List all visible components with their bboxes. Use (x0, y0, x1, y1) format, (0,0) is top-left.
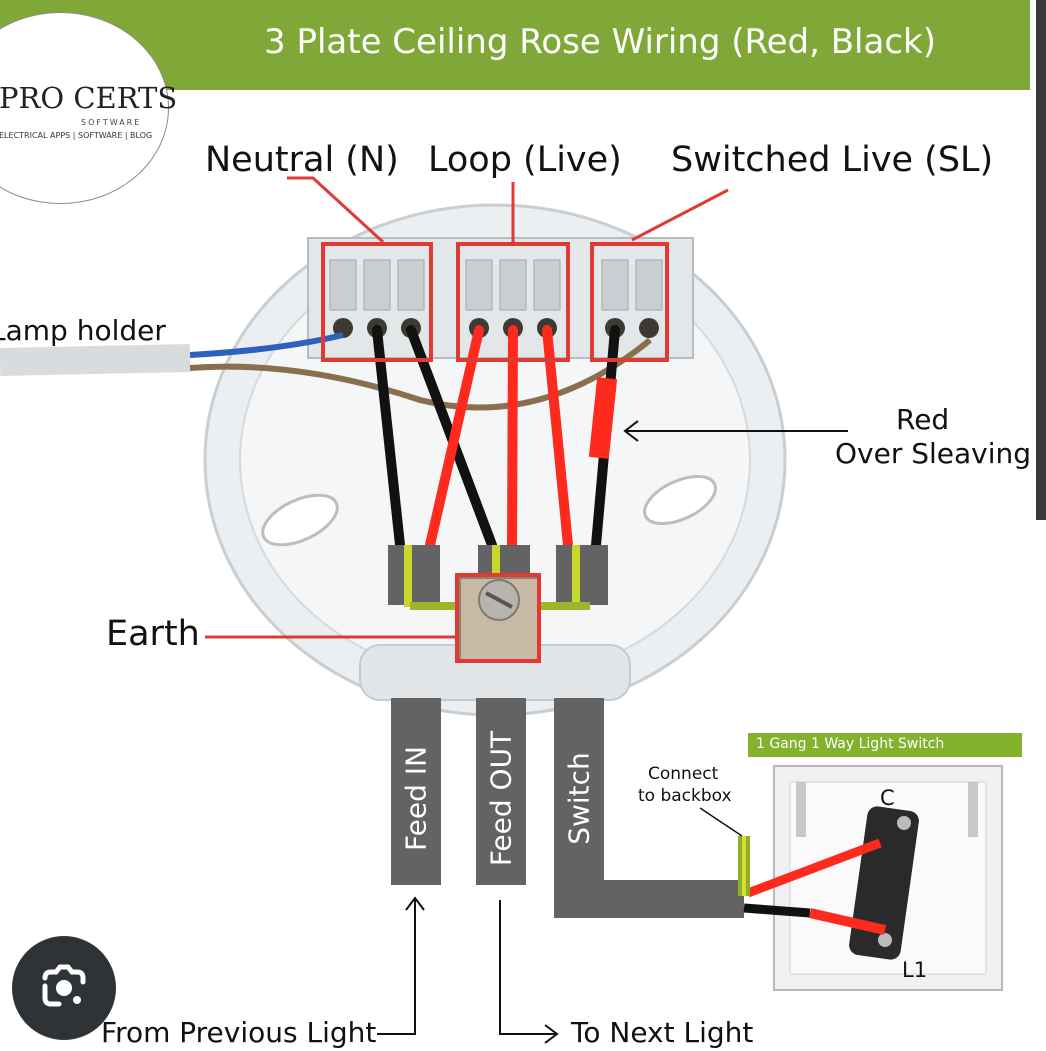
scrollbar-strip (1036, 0, 1046, 520)
earth-label: Earth (106, 614, 200, 654)
switch-header-text: 1 Gang 1 Way Light Switch (756, 736, 945, 752)
logo-name: PRO CERTS (0, 81, 178, 115)
from-previous-light-label: From Previous Light (101, 1016, 377, 1049)
lens-camera-icon (42, 964, 86, 1007)
lamp-holder-label: Lamp holder (0, 314, 166, 347)
neutral-label: Neutral (N) (205, 140, 399, 180)
connect-label: Connect (648, 764, 719, 784)
feed-in-label: Feed IN (399, 746, 433, 851)
logo-sub: SOFTWARE (81, 118, 142, 127)
title-bar: 3 Plate Ceiling Rose Wiring (Red, Black) (0, 0, 1030, 90)
light-switch (699, 765, 1003, 991)
over-sleaving-label: Over Sleaving (835, 437, 1032, 470)
terminal-c-label: C (880, 786, 895, 810)
switched-live-label: Switched Live (SL) (671, 140, 994, 180)
leader-lines (205, 176, 729, 639)
loop-label: Loop (Live) (428, 140, 622, 180)
bottom-arrows (377, 896, 559, 1044)
to-backbox-label: to backbox (638, 786, 732, 806)
lens-button[interactable] (12, 936, 116, 1040)
to-next-light-label: To Next Light (571, 1016, 754, 1049)
red-sleeve (588, 377, 618, 459)
sleeving-arrow (623, 420, 848, 442)
logo-tagline: ELECTRICAL APPS | SOFTWARE | BLOG (0, 131, 153, 140)
feed-cables (391, 698, 744, 918)
terminal-blocks (307, 237, 694, 359)
switch-label: Switch (562, 752, 596, 845)
lamp-holder-flex (0, 332, 652, 411)
feed-out-label: Feed OUT (484, 730, 518, 867)
earth-terminal (459, 577, 539, 661)
red-label: Red (896, 403, 950, 436)
logo: PRO CERTS SOFTWARE ELECTRICAL APPS | SOF… (0, 12, 177, 204)
page-title: 3 Plate Ceiling Rose Wiring (Red, Black) (264, 22, 936, 62)
terminal-l1-label: L1 (902, 958, 928, 982)
switch-header: 1 Gang 1 Way Light Switch (748, 733, 1022, 757)
